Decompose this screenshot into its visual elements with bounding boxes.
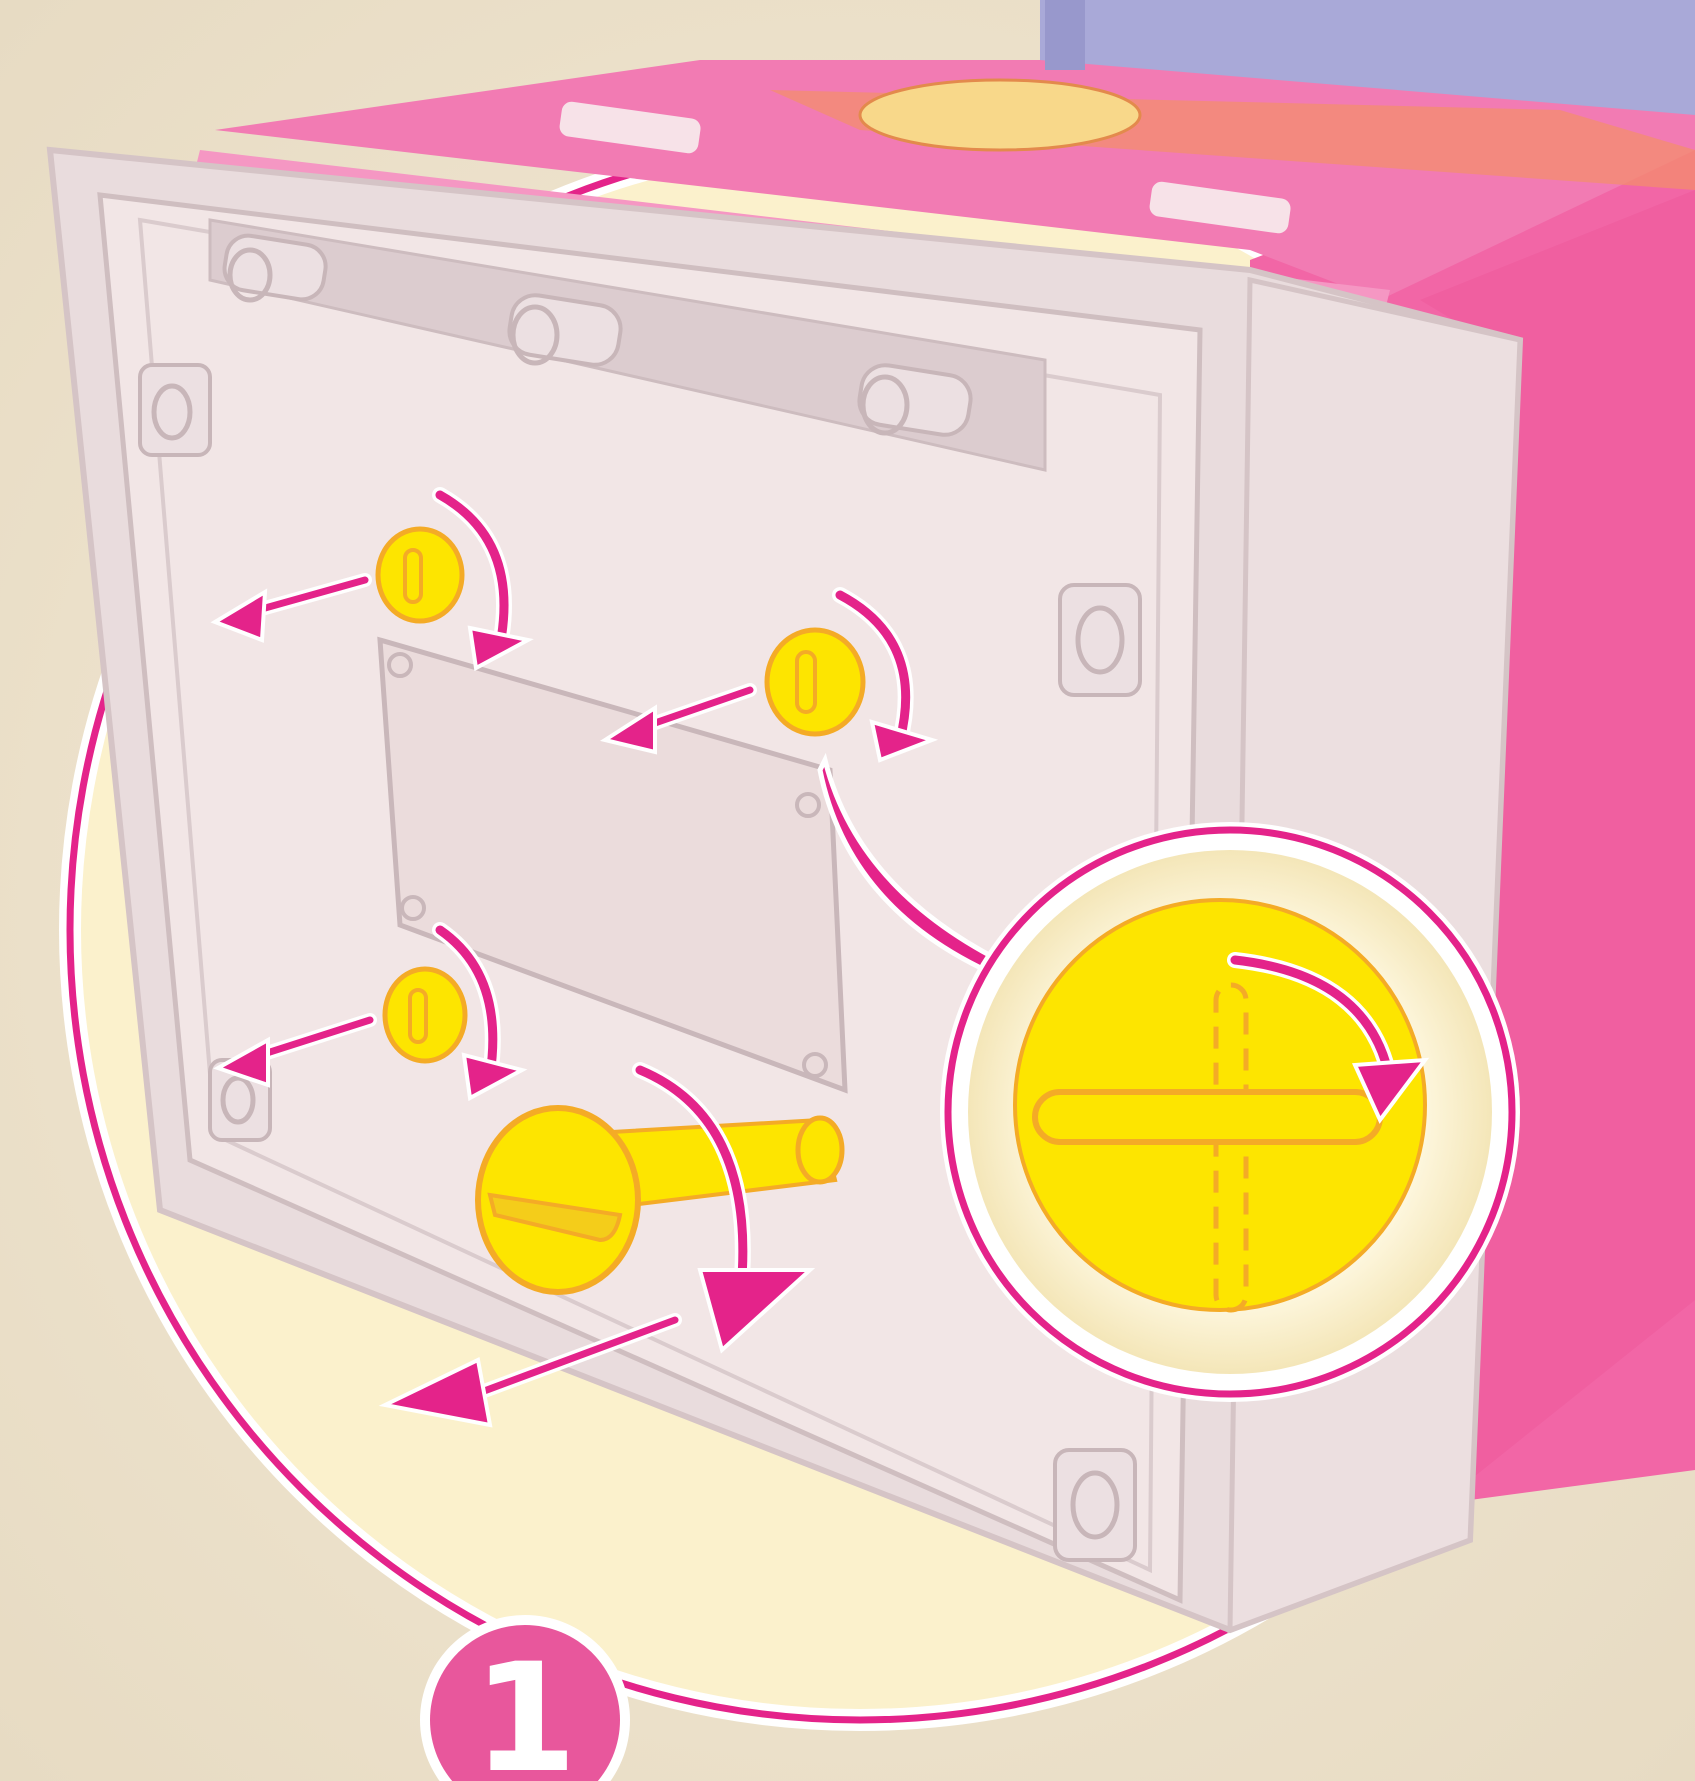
label-emblem — [860, 80, 1140, 150]
screw-top-left-icon — [378, 529, 462, 621]
screw-detail-magnified-icon — [940, 822, 1520, 1402]
screw-bottom-left-icon — [385, 969, 465, 1061]
step-number: 1 — [473, 1632, 577, 1781]
screw-top-right-icon — [767, 630, 863, 734]
